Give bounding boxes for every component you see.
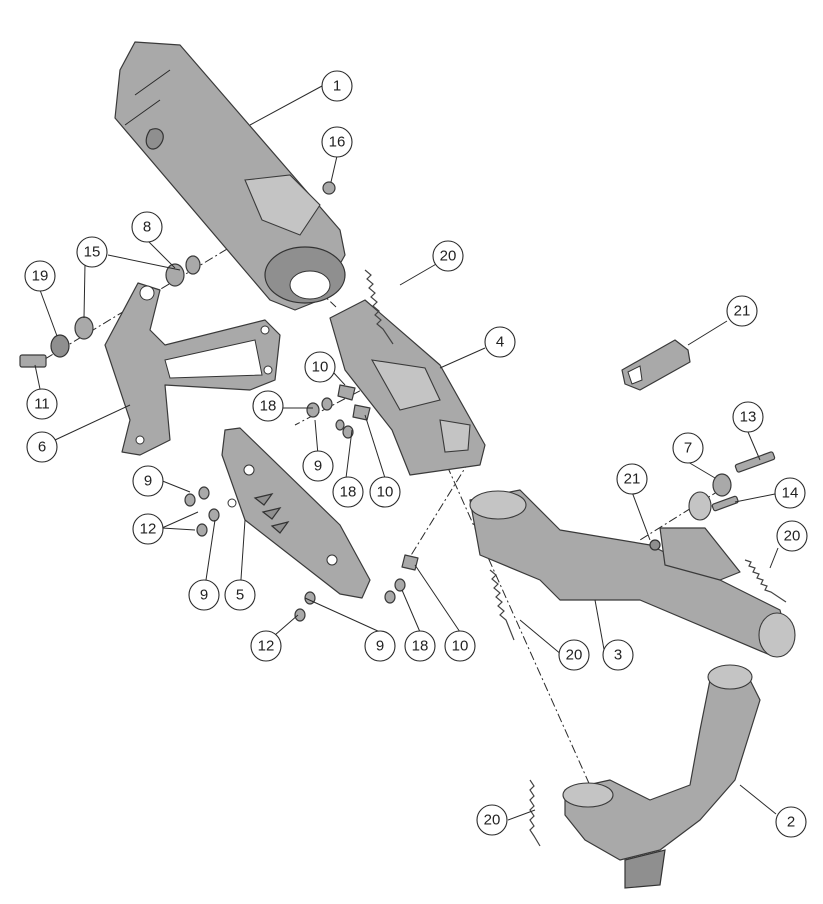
callout-label: 14 (782, 485, 799, 502)
callout-15: 15 (76, 236, 108, 268)
callout-9c: 9 (302, 450, 334, 482)
callout-1: 1 (321, 70, 353, 102)
callout-14: 14 (774, 477, 806, 509)
fasteners (19, 181, 776, 622)
callout-label: 18 (412, 638, 429, 655)
callout-7: 7 (672, 432, 704, 464)
springs (364, 269, 787, 847)
callout-13: 13 (732, 401, 764, 433)
callout-10a: 10 (304, 351, 336, 383)
callout-19: 19 (24, 260, 56, 292)
link-pipe (329, 299, 486, 476)
callout-18a: 18 (252, 390, 284, 422)
header-pipe (562, 664, 761, 889)
callout-label: 7 (684, 440, 692, 457)
callout-label: 16 (329, 134, 346, 151)
callout-18b: 18 (332, 476, 364, 508)
callout-label: 18 (260, 398, 277, 415)
callout-label: 9 (314, 458, 322, 475)
callout-21a: 21 (726, 295, 758, 327)
callout-20d: 20 (476, 804, 508, 836)
mid-pipe (469, 489, 796, 658)
callout-label: 18 (340, 484, 357, 501)
callout-label: 13 (740, 409, 757, 426)
callout-10c: 10 (444, 630, 476, 662)
callout-label: 20 (484, 812, 501, 829)
cap-part (621, 339, 691, 391)
callout-label: 15 (84, 244, 101, 261)
callout-label: 4 (496, 334, 504, 351)
callout-label: 20 (784, 528, 801, 545)
callout-label: 8 (143, 219, 151, 236)
callout-label: 21 (624, 471, 641, 488)
callout-label: 5 (236, 587, 244, 604)
callout-12b: 12 (250, 630, 282, 662)
heat-shield (221, 427, 371, 599)
callout-6: 6 (26, 431, 58, 463)
callout-label: 20 (566, 647, 583, 664)
callout-label: 10 (312, 359, 329, 376)
callout-label: 6 (38, 439, 46, 456)
callout-20c: 20 (776, 520, 808, 552)
callout-label: 11 (34, 396, 50, 413)
callout-9d: 9 (364, 630, 396, 662)
callout-5: 5 (224, 579, 256, 611)
callout-11: 11 (26, 388, 58, 420)
mounting-bracket (104, 282, 281, 456)
callout-18c: 18 (404, 630, 436, 662)
callout-8: 8 (131, 211, 163, 243)
callout-4: 4 (484, 326, 516, 358)
callout-label: 12 (140, 521, 157, 538)
callout-label: 1 (333, 78, 341, 95)
callout-label: 12 (258, 638, 275, 655)
callout-label: 9 (376, 638, 384, 655)
callout-label: 2 (787, 814, 795, 831)
callout-label: 10 (452, 638, 469, 655)
callout-3: 3 (602, 639, 634, 671)
callout-label: 10 (377, 484, 394, 501)
callout-label: 9 (200, 587, 208, 604)
callout-10b: 10 (369, 476, 401, 508)
callout-label: 20 (440, 248, 457, 265)
callout-16: 16 (321, 126, 353, 158)
callout-20b: 20 (558, 639, 590, 671)
callout-2: 2 (775, 806, 807, 838)
callout-21b: 21 (616, 463, 648, 495)
callout-label: 3 (614, 647, 622, 664)
silencer (114, 41, 346, 311)
callout-12a: 12 (132, 513, 164, 545)
callout-20a: 20 (432, 240, 464, 272)
callout-label: 9 (144, 473, 152, 490)
callout-9a: 9 (132, 465, 164, 497)
callout-label: 19 (32, 268, 49, 285)
callout-9b: 9 (188, 579, 220, 611)
callout-label: 21 (734, 303, 751, 320)
